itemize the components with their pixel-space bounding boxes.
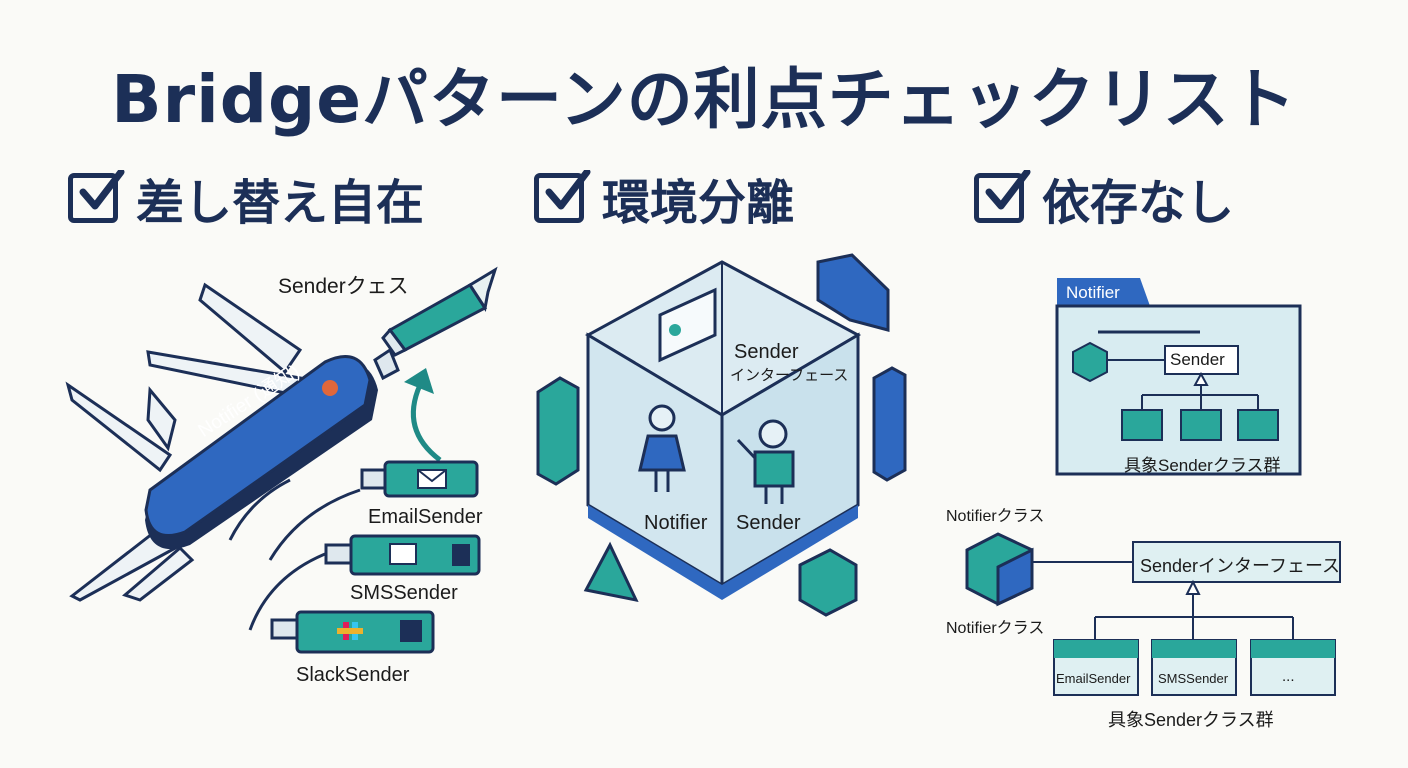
package-caption: 具象Senderクラス群 xyxy=(1124,456,1281,475)
small-cube-icon xyxy=(798,548,858,617)
package-tab-label: Notifier xyxy=(1066,283,1120,302)
notifier-figure-icon xyxy=(638,404,686,492)
interface-sub-label: インターフェース xyxy=(730,367,849,384)
pyramid-icon xyxy=(583,541,639,603)
uml-class-label: ... xyxy=(1282,668,1295,685)
sms-plugin-icon xyxy=(324,534,481,576)
checkbox-checked-icon xyxy=(974,170,1031,223)
heading-text: 差し替え自在 xyxy=(136,175,425,231)
heading-no-dependency: 依存なし xyxy=(974,168,1234,231)
checkbox-checked-icon xyxy=(68,170,125,223)
page-title: Bridgeパターンの利点チェックリスト xyxy=(111,61,1297,138)
knife-body-icon xyxy=(144,347,400,550)
uml-class-label: SMSSender xyxy=(1158,671,1229,686)
glass-cube xyxy=(584,260,862,600)
interface-label: Sender xyxy=(734,341,799,363)
heading-text: 依存なし xyxy=(1042,175,1235,231)
uml-notifier-label-bottom: Notifierクラス xyxy=(946,620,1045,637)
heading-text: 環境分離 xyxy=(602,175,795,231)
pen-icon xyxy=(381,266,498,357)
uml-notifier-label-top: Notifierクラス xyxy=(946,508,1045,525)
motion-lines xyxy=(228,478,361,631)
heading-swappable: 差し替え自在 xyxy=(68,168,424,231)
floating-block-icon xyxy=(816,253,890,332)
slack-plugin-label: SlackSender xyxy=(296,664,410,686)
email-plugin-icon xyxy=(360,460,479,498)
sender-figure-icon xyxy=(736,419,795,504)
package-diagram xyxy=(1055,278,1302,476)
uml-interface-label: Senderインターフェース xyxy=(1140,556,1341,576)
uml-caption: 具象Senderクラス群 xyxy=(1108,710,1274,730)
notifier-figure-label: Notifier xyxy=(644,512,708,534)
checkbox-checked-icon xyxy=(534,170,591,223)
heading-environment: 環境分離 xyxy=(534,168,794,231)
sms-plugin-label: SMSSender xyxy=(350,582,458,604)
uml-class-label: EmailSender xyxy=(1056,671,1131,686)
slack-plugin-icon xyxy=(270,610,435,654)
server-tower-icon xyxy=(536,376,580,486)
package-interface-label: Sender xyxy=(1170,350,1225,369)
phone-block-icon xyxy=(872,366,907,482)
id-card-icon xyxy=(658,287,717,363)
email-plugin-label: EmailSender xyxy=(368,506,483,528)
pen-label: Senderクェス xyxy=(278,275,409,298)
sender-figure-label: Sender xyxy=(736,512,801,534)
uml-diagram xyxy=(965,532,1341,696)
curved-arrow-icon xyxy=(404,368,442,462)
